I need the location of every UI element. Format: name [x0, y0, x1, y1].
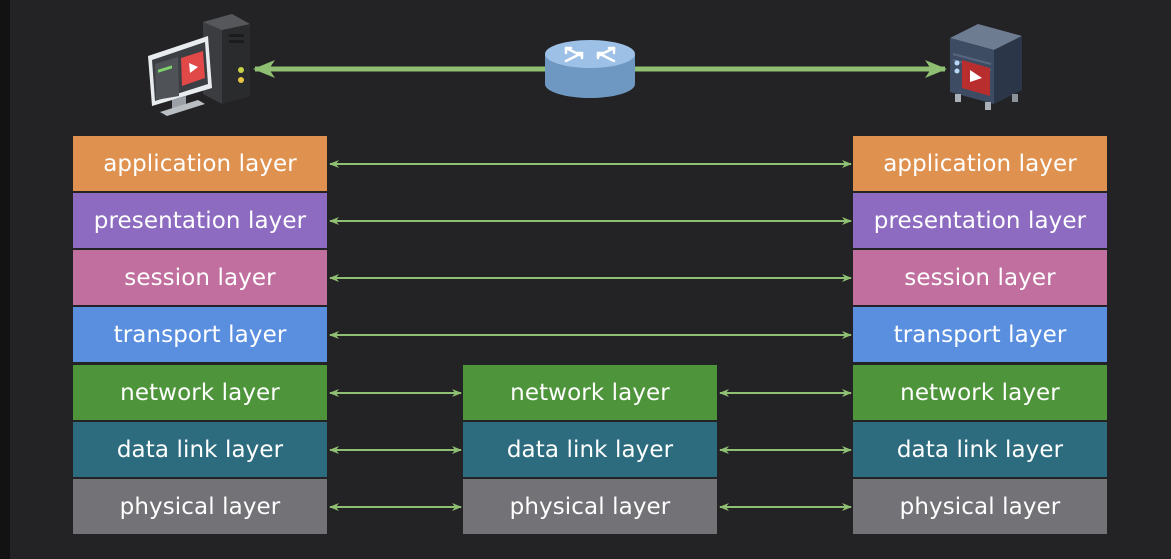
- layer-label: physical layer: [509, 493, 671, 520]
- left-session-layer: session layer: [73, 250, 327, 306]
- left-application-layer: application layer: [73, 136, 327, 192]
- layer-label: physical layer: [119, 493, 281, 520]
- layer-label: data link layer: [896, 436, 1064, 463]
- left-presentation-layer: presentation layer: [73, 193, 327, 249]
- right-network-layer: network layer: [853, 365, 1107, 421]
- left-data-link-layer: data link layer: [73, 422, 327, 478]
- peer-connectors-long: [329, 160, 852, 339]
- layer-label: application layer: [883, 150, 1077, 177]
- layer-label: network layer: [900, 379, 1060, 406]
- layer-label: transport layer: [893, 321, 1067, 348]
- left-transport-layer: transport layer: [73, 307, 327, 363]
- middle-physical-layer: physical layer: [463, 479, 717, 535]
- layer-label: session layer: [904, 264, 1056, 291]
- right-physical-layer: physical layer: [853, 479, 1107, 535]
- layer-label: transport layer: [113, 321, 287, 348]
- left-network-layer: network layer: [73, 365, 327, 421]
- middle-network-layer: network layer: [463, 365, 717, 421]
- right-session-layer: session layer: [853, 250, 1107, 306]
- left-osi-stack: application layer presentation layer ses…: [73, 136, 327, 536]
- right-application-layer: application layer: [853, 136, 1107, 192]
- peer-connectors-short: [329, 389, 852, 511]
- middle-data-link-layer: data link layer: [463, 422, 717, 478]
- layer-label: application layer: [103, 150, 297, 177]
- desktop-computer-icon: [148, 14, 250, 116]
- right-data-link-layer: data link layer: [853, 422, 1107, 478]
- right-transport-layer: transport layer: [853, 307, 1107, 363]
- layer-label: session layer: [124, 264, 276, 291]
- layer-label: physical layer: [899, 493, 1061, 520]
- layer-label: network layer: [120, 379, 280, 406]
- left-physical-layer: physical layer: [73, 479, 327, 535]
- layer-label: data link layer: [506, 436, 674, 463]
- router-icon: [545, 40, 635, 98]
- right-osi-stack: application layer presentation layer ses…: [853, 136, 1107, 536]
- left-edge-strip: [0, 0, 10, 559]
- layer-label: network layer: [510, 379, 670, 406]
- right-presentation-layer: presentation layer: [853, 193, 1107, 249]
- layer-label: presentation layer: [93, 207, 307, 234]
- middle-router-stack: network layer data link layer physical l…: [463, 365, 717, 537]
- server-icon: [950, 24, 1022, 110]
- layer-label: data link layer: [116, 436, 284, 463]
- layer-label: presentation layer: [873, 207, 1087, 234]
